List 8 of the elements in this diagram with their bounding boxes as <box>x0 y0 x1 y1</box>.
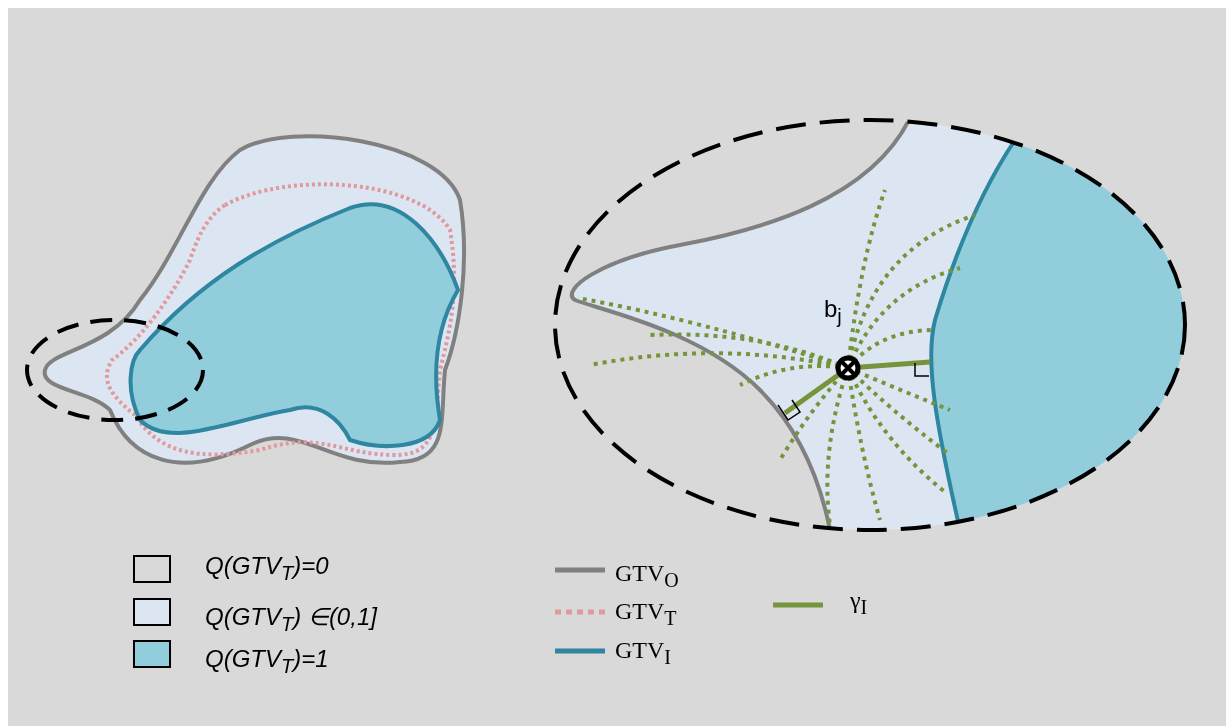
legend-text: Q(GTV$_{T}$)=1 <box>205 645 329 678</box>
legend-text: Q(GTV$_{T}$) ∈(0,1] <box>205 603 377 636</box>
legend-text: GTV$_{T}$ <box>615 598 677 630</box>
legend-text: γ$_{I}$ <box>850 587 868 619</box>
legend-text: GTV$_{O}$ <box>615 560 679 592</box>
legend-text: GTV$_{I}$ <box>615 637 671 669</box>
point-label: b$_{j}$ <box>824 295 842 328</box>
legend-text: Q(GTV$_{T}$)=0 <box>205 552 329 585</box>
